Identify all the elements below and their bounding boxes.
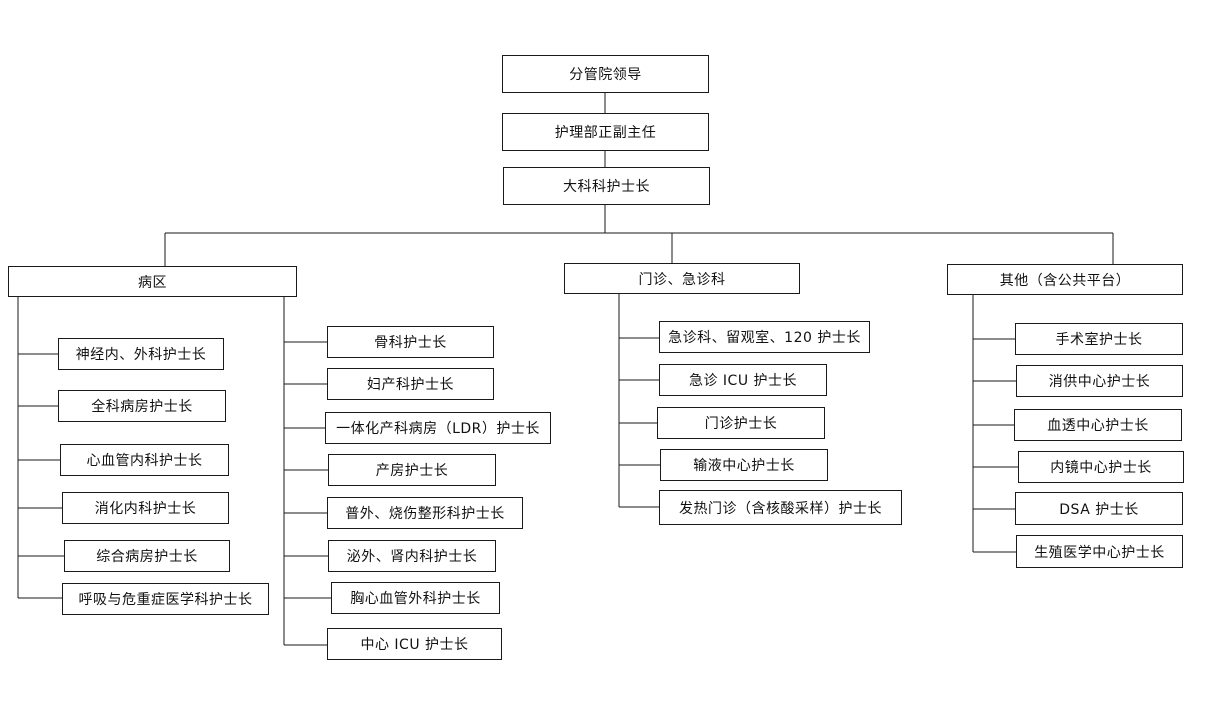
group-outpatient: 门诊、急诊科	[564, 263, 800, 294]
node-other-3: 血透中心护士长	[1014, 409, 1182, 441]
node-ward-right-6: 泌外、肾内科护士长	[328, 540, 496, 572]
node-ward-right-1: 骨科护士长	[327, 326, 494, 358]
node-outpatient-1: 急诊科、留观室、120 护士长	[659, 321, 870, 353]
node-ward-left-6: 呼吸与危重症医学科护士长	[62, 583, 269, 615]
node-outpatient-3: 门诊护士长	[657, 407, 825, 439]
node-ward-right-5: 普外、烧伤整形科护士长	[327, 497, 523, 529]
node-outpatient-4: 输液中心护士长	[660, 449, 828, 481]
node-ward-right-4: 产房护士长	[328, 454, 496, 486]
node-ward-right-3: 一体化产科病房（LDR）护士长	[325, 412, 551, 444]
node-ward-left-5: 综合病房护士长	[64, 540, 230, 572]
node-ward-right-7: 胸心血管外科护士长	[331, 582, 500, 614]
node-outpatient-5: 发热门诊（含核酸采样）护士长	[659, 490, 902, 525]
node-ward-right-2: 妇产科护士长	[327, 368, 494, 400]
group-other: 其他（含公共平台）	[947, 264, 1183, 295]
node-other-6: 生殖医学中心护士长	[1016, 535, 1183, 568]
node-outpatient-2: 急诊 ICU 护士长	[659, 364, 827, 396]
node-other-2: 消供中心护士长	[1016, 365, 1183, 397]
node-chief-head-nurse: 大科科护士长	[503, 167, 710, 205]
node-ward-left-2: 全科病房护士长	[58, 390, 226, 422]
node-leader: 分管院领导	[502, 55, 709, 93]
node-other-1: 手术室护士长	[1015, 323, 1183, 355]
node-ward-right-8: 中心 ICU 护士长	[327, 628, 502, 660]
node-ward-left-3: 心血管内科护士长	[60, 444, 229, 476]
node-nursing-director: 护理部正副主任	[502, 113, 709, 151]
group-wards: 病区	[8, 266, 297, 297]
node-ward-left-1: 神经内、外科护士长	[58, 338, 224, 370]
node-ward-left-4: 消化内科护士长	[62, 492, 229, 524]
node-other-5: DSA 护士长	[1015, 492, 1183, 525]
node-other-4: 内镜中心护士长	[1018, 451, 1184, 483]
